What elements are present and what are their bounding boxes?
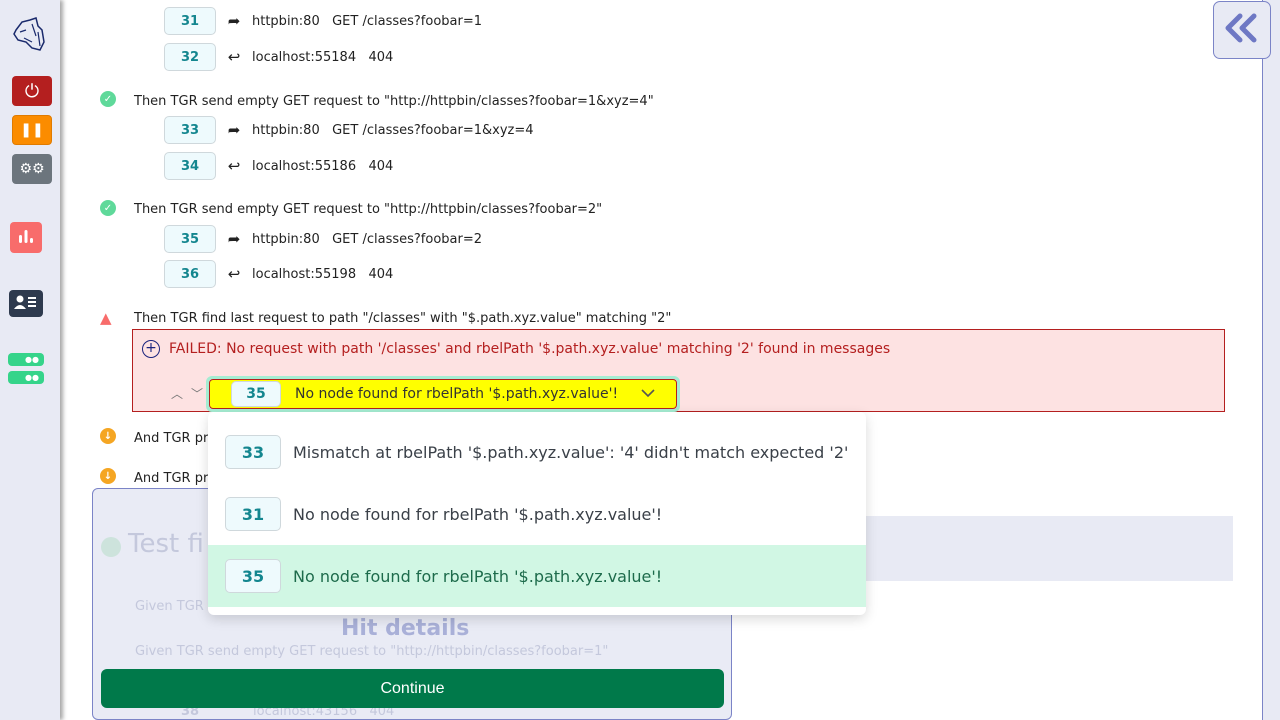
response-arrow-icon: ↩ bbox=[227, 157, 241, 175]
server-icon[interactable]: ●● ●● bbox=[8, 353, 44, 384]
arrow-down-circle-icon: ↓ bbox=[100, 428, 116, 444]
tiger-logo bbox=[12, 16, 48, 52]
previous-chevron-up-icon[interactable]: ︿ bbox=[171, 387, 184, 401]
request-arrow-icon: ➦ bbox=[227, 121, 241, 139]
step-text: And TGR pr bbox=[134, 471, 209, 486]
request-arrow-icon: ➦ bbox=[227, 12, 241, 30]
step-text: And TGR pr bbox=[134, 431, 209, 446]
power-icon: ⏻ bbox=[24, 80, 40, 102]
message-text: httpbin:80 GET /classes?foobar=1&xyz=4 bbox=[252, 122, 534, 138]
collapse-panel-button[interactable] bbox=[1213, 1, 1271, 59]
option-message-number: 35 bbox=[225, 559, 281, 593]
pause-button[interactable]: ❚❚ bbox=[12, 115, 52, 145]
message-number[interactable]: 32 bbox=[164, 43, 216, 71]
message-row[interactable]: 31 ➦ httpbin:80 GET /classes?foobar=1 bbox=[164, 7, 482, 35]
settings-button[interactable]: ⚙⚙ bbox=[12, 154, 52, 184]
step-text: Then TGR send empty GET request to "http… bbox=[134, 202, 603, 217]
chart-icon bbox=[17, 228, 35, 248]
next-chevron-down-icon[interactable]: ﹀ bbox=[191, 387, 204, 401]
message-number[interactable]: 33 bbox=[164, 116, 216, 144]
expand-plus-icon[interactable]: + bbox=[142, 340, 160, 358]
double-chevron-left-icon bbox=[1224, 12, 1260, 48]
message-row[interactable]: 36 ↩ localhost:55198 404 bbox=[164, 260, 393, 288]
message-number[interactable]: 34 bbox=[164, 152, 216, 180]
faded-check-icon bbox=[101, 537, 121, 557]
message-row[interactable]: 33 ➦ httpbin:80 GET /classes?foobar=1&xyz=… bbox=[164, 116, 534, 144]
step-text: Then TGR find last request to path "/cla… bbox=[134, 311, 672, 326]
modal-title: Test fi bbox=[128, 529, 204, 559]
check-circle-icon: ✓ bbox=[100, 91, 116, 107]
faded-step-text: Given TGR bbox=[135, 599, 204, 614]
failure-message: FAILED: No request with path '/classes' … bbox=[169, 341, 891, 357]
selected-mismatch-text: No node found for rbelPath '$.path.xyz.v… bbox=[295, 386, 619, 402]
continue-button[interactable]: Continue bbox=[101, 669, 724, 708]
message-text: localhost:55198 404 bbox=[252, 266, 394, 282]
option-text: Mismatch at rbelPath '$.path.xyz.value':… bbox=[293, 442, 849, 462]
right-panel bbox=[1262, 0, 1280, 720]
pause-icon: ❚❚ bbox=[20, 122, 44, 138]
request-arrow-icon: ➦ bbox=[227, 230, 241, 248]
response-arrow-icon: ↩ bbox=[227, 265, 241, 283]
option-message-number: 33 bbox=[225, 435, 281, 469]
dropdown-option-selected[interactable]: 35 No node found for rbelPath '$.path.xyz… bbox=[208, 545, 866, 607]
dropdown-option[interactable]: 33 Mismatch at rbelPath '$.path.xyz.value… bbox=[208, 421, 866, 483]
message-number[interactable]: 31 bbox=[164, 7, 216, 35]
message-row[interactable]: 35 ➦ httpbin:80 GET /classes?foobar=2 bbox=[164, 225, 482, 253]
hit-details-heading: Hit details bbox=[341, 616, 470, 641]
chevron-down-icon bbox=[640, 387, 656, 402]
response-arrow-icon: ↩ bbox=[227, 48, 241, 66]
arrow-down-circle-icon: ↓ bbox=[100, 468, 116, 484]
selected-message-number: 35 bbox=[231, 381, 281, 407]
step-text: Then TGR send empty GET request to "http… bbox=[134, 94, 654, 109]
mismatch-dropdown: 33 Mismatch at rbelPath '$.path.xyz.value… bbox=[208, 412, 866, 615]
dropdown-option[interactable]: 31 No node found for rbelPath '$.path.xyz… bbox=[208, 483, 866, 545]
check-circle-icon: ✓ bbox=[100, 200, 116, 216]
message-text: localhost:55184 404 bbox=[252, 49, 394, 65]
gears-icon: ⚙⚙ bbox=[19, 161, 45, 177]
option-message-number: 31 bbox=[225, 497, 281, 531]
message-text: httpbin:80 GET /classes?foobar=2 bbox=[252, 231, 483, 247]
message-number[interactable]: 35 bbox=[164, 225, 216, 253]
message-row[interactable]: 34 ↩ localhost:55186 404 bbox=[164, 152, 393, 180]
contact-button[interactable] bbox=[9, 290, 43, 317]
warning-icon: ▲ bbox=[100, 309, 112, 327]
message-row[interactable]: 32 ↩ localhost:55184 404 bbox=[164, 43, 393, 71]
option-text: No node found for rbelPath '$.path.xyz.v… bbox=[293, 504, 663, 524]
stop-button[interactable]: ⏻ bbox=[12, 76, 52, 106]
message-text: localhost:55186 404 bbox=[252, 158, 394, 174]
message-number[interactable]: 36 bbox=[164, 260, 216, 288]
faded-step-text: Given TGR send empty GET request to "htt… bbox=[135, 644, 609, 659]
contact-card-icon bbox=[13, 294, 39, 314]
sidebar: ⏻ ❚❚ ⚙⚙ ●● ●● bbox=[0, 0, 60, 720]
statistics-button[interactable] bbox=[10, 222, 42, 253]
message-text: httpbin:80 GET /classes?foobar=1 bbox=[252, 13, 483, 29]
mismatch-select[interactable]: 35 No node found for rbelPath '$.path.xy… bbox=[206, 376, 680, 412]
option-text: No node found for rbelPath '$.path.xyz.v… bbox=[293, 566, 663, 586]
